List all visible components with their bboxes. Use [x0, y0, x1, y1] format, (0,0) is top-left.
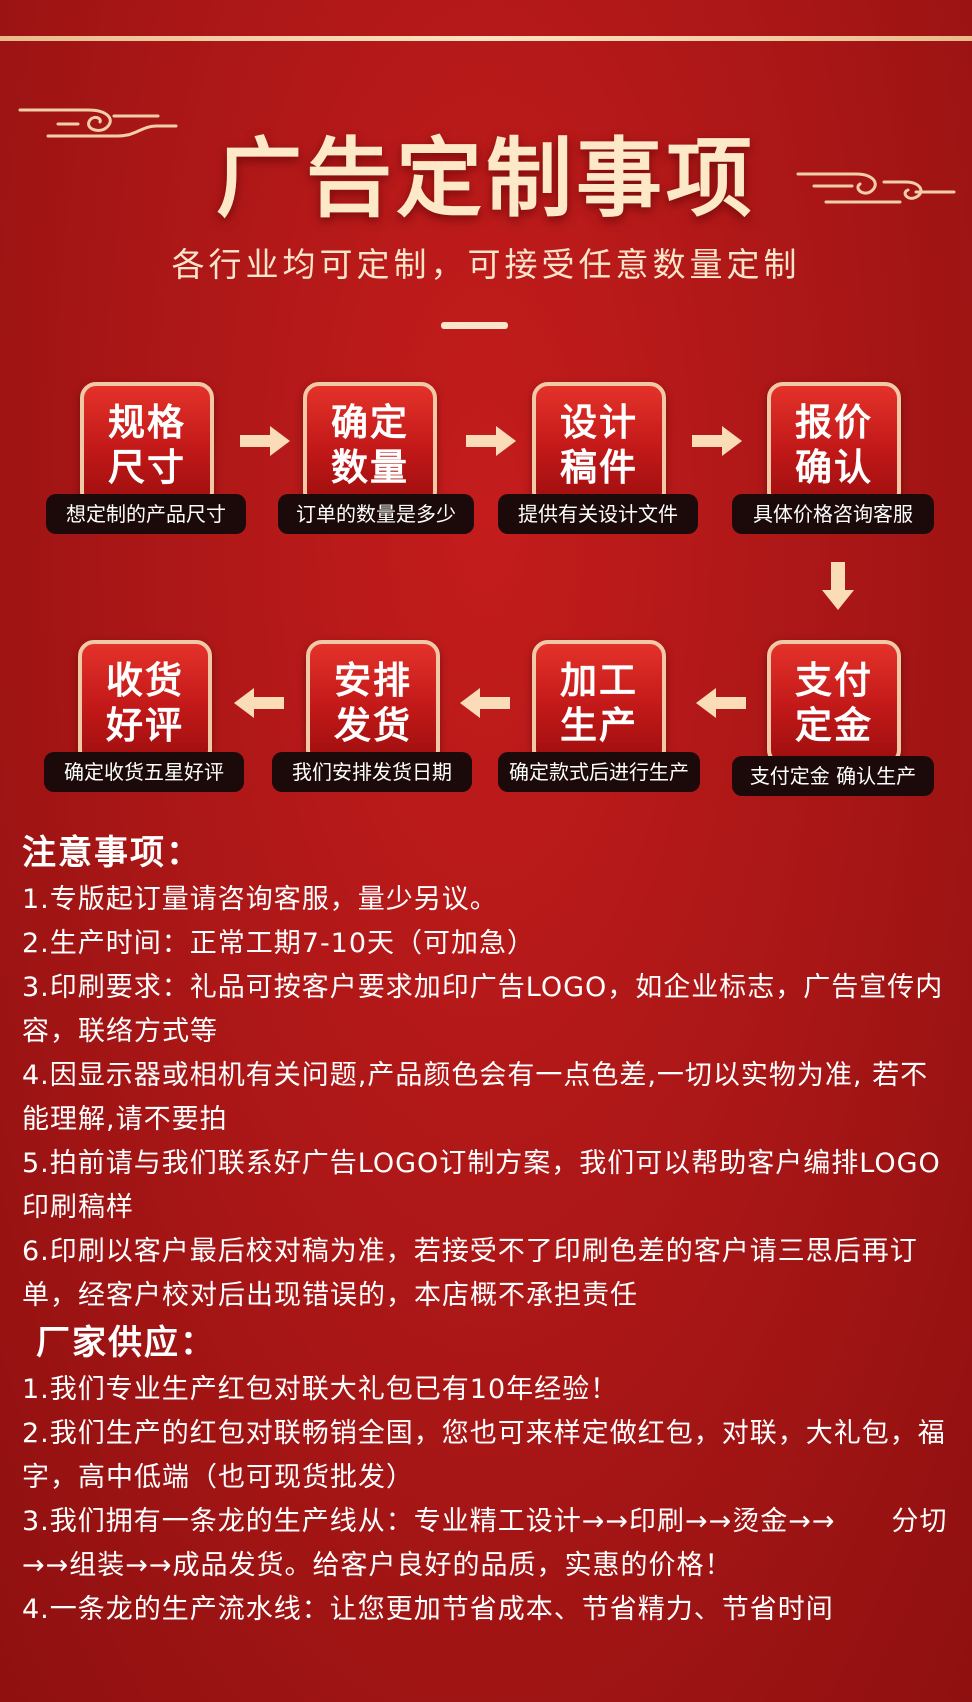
step-caption: 提供有关设计文件 — [498, 494, 698, 534]
step-caption: 具体价格咨询客服 — [732, 494, 934, 534]
factory-item: 2.我们生产的红包对联畅销全国，您也可来样定做红包，对联，大礼包，福字，高中低端… — [22, 1418, 946, 1493]
arrow-left-icon — [460, 688, 510, 718]
step-badge: 收货 好评 — [78, 640, 212, 766]
step-label-line1: 支付 — [795, 659, 873, 702]
step-label-line2: 定金 — [795, 704, 873, 747]
arrow-left-icon — [696, 688, 746, 718]
step-label-line2: 发货 — [334, 704, 412, 747]
step-caption: 想定制的产品尺寸 — [46, 494, 246, 534]
step-label-line1: 安排 — [334, 659, 412, 702]
arrow-right-icon — [240, 426, 290, 456]
step-caption: 订单的数量是多少 — [278, 494, 474, 534]
step-label-line2: 数量 — [331, 446, 409, 489]
arrow-left-icon — [234, 688, 284, 718]
step-label-line1: 报价 — [795, 401, 873, 444]
notes-item: 3.印刷要求：礼品可按客户要求加印广告LOGO，如企业标志，广告宣传内容，联络方… — [22, 972, 944, 1047]
auspicious-cloud-icon — [796, 172, 956, 204]
title-divider — [441, 322, 508, 329]
step-label-line2: 生产 — [560, 704, 638, 747]
step-caption: 我们安排发货日期 — [272, 752, 472, 792]
factory-item: 3.我们拥有一条龙的生产线从：专业精工设计→→印刷→→烫金→→ 分切→→组装→→… — [22, 1506, 948, 1581]
notes-heading: 注意事项： — [22, 833, 202, 873]
step-badge: 加工 生产 — [532, 640, 666, 766]
step-badge: 安排 发货 — [306, 640, 440, 766]
notes-section: 注意事项： 1.专版起订量请咨询客服，量少另议。 2.生产时间：正常工期7-10… — [22, 828, 952, 1632]
step-label-line2: 稿件 — [560, 446, 638, 489]
step-badge: 规格 尺寸 — [80, 382, 214, 508]
step-label-line1: 加工 — [560, 659, 638, 702]
top-gold-line — [0, 36, 972, 41]
step-caption: 确定款式后进行生产 — [498, 752, 700, 792]
auspicious-cloud-icon — [18, 108, 178, 138]
step-label-line1: 确定 — [331, 401, 409, 444]
step-caption: 确定收货五星好评 — [44, 752, 244, 792]
step-badge: 支付 定金 — [767, 640, 901, 766]
notes-item: 4.因显示器或相机有关问题,产品颜色会有一点色差,一切以实物为准, 若不能理解,… — [22, 1060, 929, 1135]
page-title: 广告定制事项 — [216, 128, 756, 229]
notes-item: 2.生产时间：正常工期7-10天（可加急） — [22, 928, 536, 959]
notes-item: 6.印刷以客户最后校对稿为准，若接受不了印刷色差的客户请三思后再订单，经客户校对… — [22, 1236, 918, 1311]
arrow-down-icon — [822, 562, 854, 610]
step-label-line2: 确认 — [795, 446, 873, 489]
step-label-line1: 设计 — [560, 401, 638, 444]
factory-item: 1.我们专业生产红包对联大礼包已有10年经验！ — [22, 1374, 619, 1405]
step-label-line1: 收货 — [106, 659, 184, 702]
factory-item: 4.一条龙的生产流水线：让您更加节省成本、节省精力、节省时间 — [22, 1594, 834, 1625]
page-subtitle: 各行业均可定制，可接受任意数量定制 — [171, 245, 801, 284]
step-label-line2: 尺寸 — [108, 446, 186, 489]
step-label-line1: 规格 — [108, 401, 186, 444]
notes-item: 5.拍前请与我们联系好广告LOGO订制方案，我们可以帮助客户编排LOGO印刷稿样 — [22, 1148, 941, 1223]
step-caption: 支付定金 确认生产 — [732, 756, 934, 796]
step-badge: 报价 确认 — [767, 382, 901, 508]
notes-item: 1.专版起订量请咨询客服，量少另议。 — [22, 884, 498, 915]
arrow-right-icon — [692, 426, 742, 456]
factory-heading: 厂家供应： — [36, 1323, 216, 1363]
step-badge: 确定 数量 — [303, 382, 437, 508]
step-badge: 设计 稿件 — [532, 382, 666, 508]
arrow-right-icon — [466, 426, 516, 456]
step-label-line2: 好评 — [106, 704, 184, 747]
